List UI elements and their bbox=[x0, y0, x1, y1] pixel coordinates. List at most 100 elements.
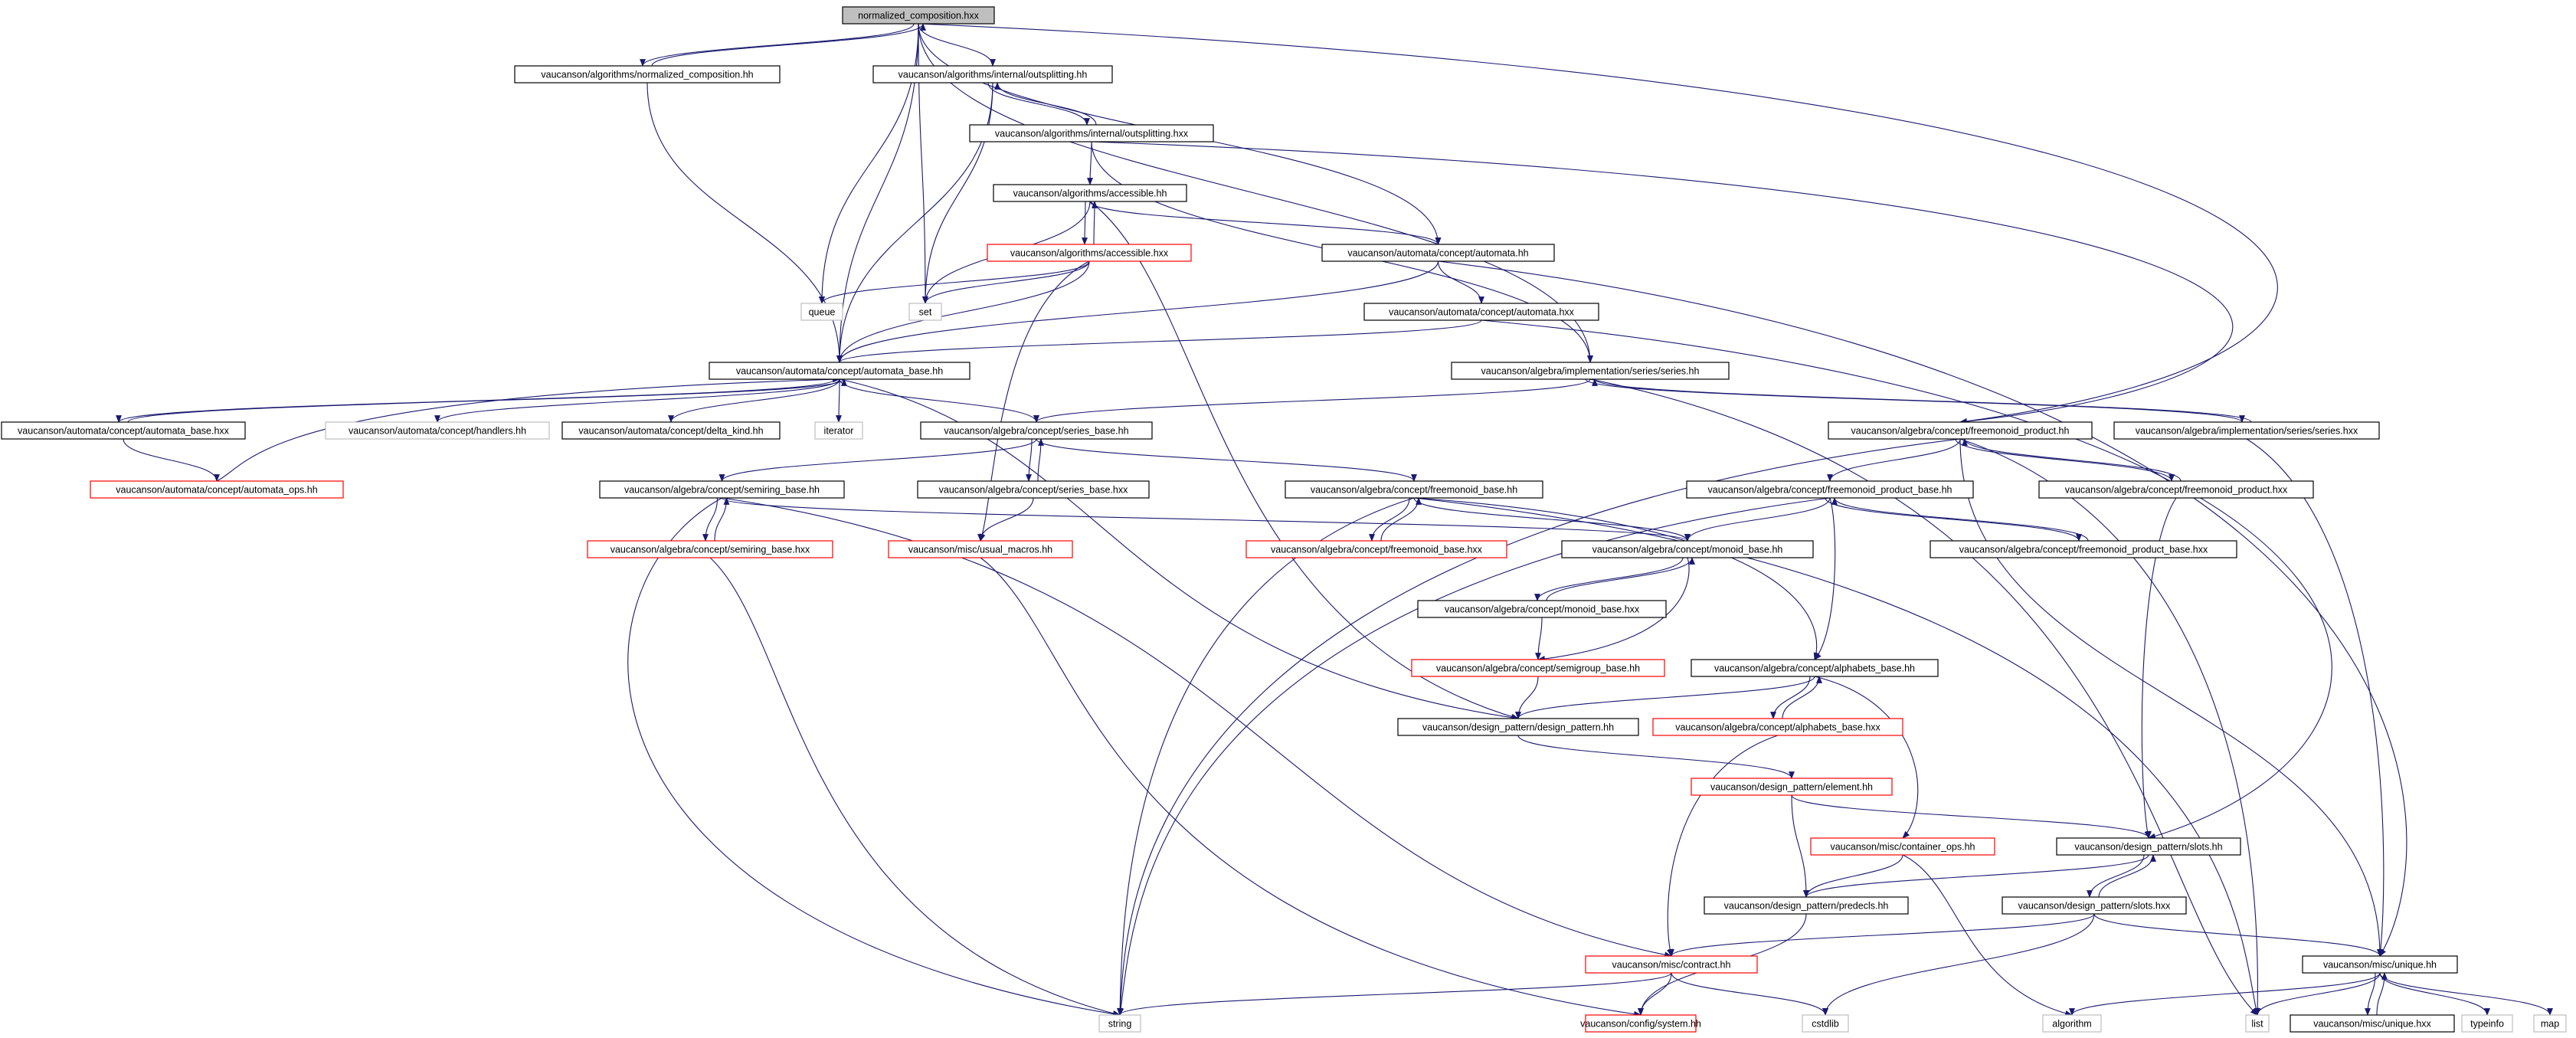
node-label: map bbox=[2541, 1019, 2559, 1030]
graph-node[interactable]: vaucanson/config/system.hh bbox=[1580, 1014, 1701, 1033]
node-label: vaucanson/algebra/concept/alphabets_base… bbox=[1675, 722, 1880, 733]
graph-node[interactable]: vaucanson/algebra/implementation/series/… bbox=[1451, 362, 1730, 380]
dependency-edge bbox=[1517, 735, 1795, 779]
node-box bbox=[2533, 1014, 2567, 1033]
dependency-edge bbox=[1902, 854, 2073, 1017]
graph-node: map bbox=[2533, 1014, 2567, 1033]
graph-node[interactable]: vaucanson/algebra/concept/freemonoid_pro… bbox=[1686, 480, 1974, 499]
graph-node[interactable]: vaucanson/design_pattern/design_pattern.… bbox=[1397, 718, 1639, 736]
graph-node[interactable]: vaucanson/misc/contract.hh bbox=[1585, 955, 1758, 974]
graph-node: set bbox=[908, 303, 942, 321]
graph-node[interactable]: vaucanson/algebra/concept/freemonoid_bas… bbox=[1245, 540, 1507, 558]
node-label: vaucanson/automata/concept/handlers.hh bbox=[349, 426, 526, 437]
graph-node[interactable]: vaucanson/algorithms/accessible.hh bbox=[993, 184, 1187, 202]
node-box bbox=[1098, 1014, 1141, 1033]
graph-node[interactable]: vaucanson/design_pattern/predecls.hh bbox=[1704, 896, 1909, 915]
dependency-edge bbox=[1803, 854, 1903, 898]
dependency-edge bbox=[1962, 438, 2182, 482]
node-box bbox=[561, 421, 781, 440]
dependency-edge bbox=[819, 260, 1090, 304]
node-box bbox=[1411, 659, 1665, 677]
graph-node[interactable]: vaucanson/algebra/concept/alphabets_base… bbox=[1691, 659, 1939, 677]
dependency-edge bbox=[1814, 676, 1919, 839]
dependency-edge bbox=[1117, 972, 1672, 1016]
graph-node[interactable]: vaucanson/design_pattern/slots.hh bbox=[2056, 837, 2241, 856]
node-label: vaucanson/automata/concept/automata_ops.… bbox=[116, 485, 317, 496]
node-label: vaucanson/automata/concept/automata_base… bbox=[18, 426, 230, 437]
node-label: vaucanson/algebra/concept/series_base.hx… bbox=[939, 485, 1128, 496]
graph-node[interactable]: vaucanson/algebra/concept/series_base.hx… bbox=[917, 480, 1150, 499]
graph-node[interactable]: vaucanson/algorithms/normalized_composit… bbox=[514, 65, 781, 83]
dependency-edge bbox=[1413, 497, 1691, 542]
node-box bbox=[1930, 540, 2237, 558]
dependency-edge bbox=[922, 82, 993, 304]
graph-node[interactable]: vaucanson/misc/usual_macros.hh bbox=[888, 540, 1073, 558]
node-label: vaucanson/algebra/concept/freemonoid_pro… bbox=[1708, 485, 1952, 496]
graph-node[interactable]: vaucanson/misc/unique.hxx bbox=[2290, 1014, 2455, 1033]
graph-node[interactable]: vaucanson/algorithms/internal/outsplitti… bbox=[872, 65, 1113, 83]
graph-node[interactable]: vaucanson/algebra/implementation/series/… bbox=[2113, 421, 2380, 440]
graph-node[interactable]: vaucanson/algebra/concept/semiring_base.… bbox=[599, 480, 845, 499]
dependency-edge bbox=[1026, 438, 1033, 482]
root-node[interactable]: normalized_composition.hxx bbox=[842, 6, 995, 25]
node-label: vaucanson/algebra/concept/semiring_base.… bbox=[624, 485, 820, 496]
node-label: vaucanson/algorithms/internal/outsplitti… bbox=[898, 70, 1088, 80]
node-box bbox=[2245, 1014, 2270, 1033]
dependency-edge bbox=[1822, 913, 2095, 1016]
edge-layer bbox=[116, 23, 2553, 1017]
dependency-edge bbox=[216, 376, 840, 482]
node-label: list bbox=[2251, 1019, 2263, 1030]
node-label: vaucanson/automata/concept/automata.hxx bbox=[1389, 307, 1575, 318]
node-label: vaucanson/algebra/concept/alphabets_base… bbox=[1714, 663, 1915, 674]
dependency-edge bbox=[714, 497, 730, 542]
graph-node[interactable]: vaucanson/algebra/concept/freemonoid_bas… bbox=[1285, 480, 1543, 499]
graph-node[interactable]: vaucanson/automata/concept/delta_kind.hh bbox=[561, 421, 781, 440]
graph-node[interactable]: vaucanson/algorithms/internal/outsplitti… bbox=[969, 124, 1214, 142]
dependency-edge bbox=[918, 23, 2278, 424]
graph-node[interactable]: vaucanson/algebra/concept/series_base.hh bbox=[920, 421, 1153, 440]
dependency-edge bbox=[2093, 913, 2383, 957]
node-box bbox=[1691, 778, 1893, 796]
dependency-edge bbox=[1684, 497, 1831, 542]
dependency-edge bbox=[918, 23, 996, 67]
node-label: vaucanson/algebra/concept/semigroup_base… bbox=[1436, 663, 1640, 674]
dependency-edge bbox=[2141, 497, 2177, 839]
graph-node[interactable]: vaucanson/algebra/concept/alphabets_base… bbox=[1652, 718, 1903, 736]
dependency-edge bbox=[2365, 972, 2376, 1016]
graph-node[interactable]: vaucanson/automata/concept/automata.hh bbox=[1321, 244, 1555, 262]
dependency-edge bbox=[836, 319, 1482, 363]
dependency-edge bbox=[1537, 557, 1690, 662]
node-label: vaucanson/algebra/concept/monoid_base.hh bbox=[1592, 545, 1783, 555]
node-label: vaucanson/algebra/concept/series_base.hh bbox=[944, 426, 1128, 437]
node-label: vaucanson/misc/usual_macros.hh bbox=[908, 545, 1052, 555]
dependency-edge bbox=[1369, 497, 1410, 542]
dependency-edge bbox=[1803, 854, 2149, 898]
graph-node[interactable]: vaucanson/automata/concept/automata_base… bbox=[1, 421, 246, 440]
dependency-edge bbox=[1671, 972, 1828, 1016]
graph-node[interactable]: vaucanson/design_pattern/element.hh bbox=[1691, 778, 1893, 796]
dependency-edge bbox=[1770, 676, 1811, 719]
graph-node[interactable]: vaucanson/design_pattern/slots.hxx bbox=[2002, 896, 2187, 915]
graph-node[interactable]: vaucanson/algebra/concept/freemonoid_pro… bbox=[2038, 480, 2314, 499]
graph-node[interactable]: vaucanson/algebra/concept/semigroup_base… bbox=[1411, 659, 1665, 677]
graph-node[interactable]: vaucanson/algebra/concept/monoid_base.hh bbox=[1561, 540, 1814, 558]
dependency-edge bbox=[836, 378, 842, 423]
graph-node[interactable]: vaucanson/automata/concept/automata.hxx bbox=[1363, 303, 1599, 321]
node-box bbox=[325, 421, 550, 440]
dependency-edge bbox=[839, 378, 1519, 721]
graph-node[interactable]: vaucanson/algebra/concept/freemonoid_pro… bbox=[1930, 540, 2237, 558]
graph-node[interactable]: vaucanson/misc/unique.hh bbox=[2302, 955, 2458, 974]
dependency-edge bbox=[1033, 378, 1591, 423]
dependency-edge bbox=[651, 23, 926, 67]
graph-node[interactable]: vaucanson/misc/container_ops.hh bbox=[1810, 837, 1995, 856]
dependency-edge bbox=[640, 23, 915, 67]
graph-node[interactable]: vaucanson/automata/concept/automata_ops.… bbox=[90, 480, 344, 499]
dependency-edge bbox=[127, 378, 847, 423]
dependency-edge bbox=[1955, 438, 2175, 482]
graph-node[interactable]: vaucanson/algebra/concept/freemonoid_pro… bbox=[1828, 421, 2093, 440]
graph-node[interactable]: vaucanson/automata/concept/automata_base… bbox=[709, 362, 971, 380]
graph-node[interactable]: vaucanson/algorithms/accessible.hxx bbox=[987, 244, 1192, 262]
graph-node[interactable]: vaucanson/algebra/concept/semiring_base.… bbox=[587, 540, 833, 558]
graph-node[interactable]: vaucanson/algebra/concept/monoid_base.hx… bbox=[1417, 600, 1667, 618]
